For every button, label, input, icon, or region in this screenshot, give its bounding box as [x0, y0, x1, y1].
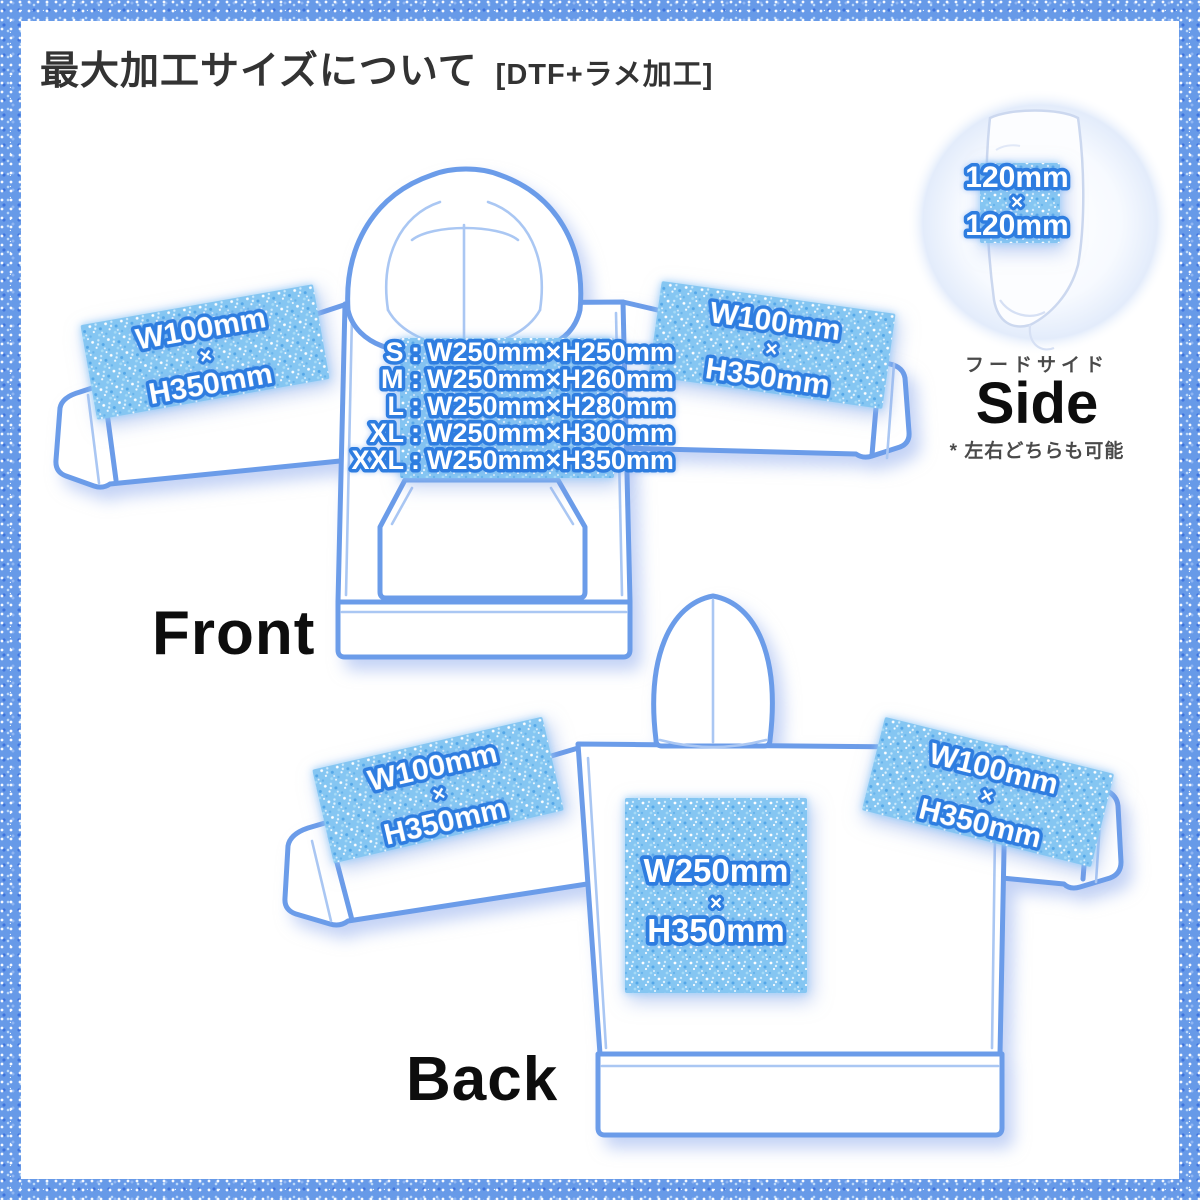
- front-left-sleeve-print-area: [80, 284, 330, 420]
- size-value-s: W250mm×H250mm: [427, 337, 674, 367]
- glitter-border-top: [0, 0, 1200, 21]
- front-pocket: [377, 477, 588, 601]
- print-size-height: 120mm: [965, 209, 1068, 242]
- side-view-label: Side: [975, 371, 1099, 436]
- print-size-height: H350mm: [647, 912, 785, 949]
- back-left-sleeve-print-area: [312, 717, 564, 863]
- front-view-label: Front: [152, 599, 316, 668]
- front-hoodie-drawing: [53, 166, 912, 660]
- back-print-size: W250mm × H350mm: [640, 848, 792, 953]
- hood-side-print-area: [980, 163, 1060, 243]
- hood-side-jp-label: フードサイド: [964, 355, 1109, 376]
- back-view-label: Back: [406, 1045, 559, 1114]
- print-size-width: 120mm: [965, 161, 1068, 194]
- side-note: * 左右どちらも可能: [949, 441, 1125, 462]
- size-label-l: L :: [388, 391, 421, 421]
- size-label-xxl: XXL :: [351, 445, 420, 475]
- size-label-xl: XL :: [369, 418, 420, 448]
- front-waistband: [335, 599, 633, 660]
- back-print-area: [625, 798, 807, 993]
- front-size-table: S : W250mm×H250mm M : W250mm×H260mm L : …: [348, 334, 677, 479]
- size-label-m: M :: [381, 364, 420, 394]
- size-value-m: W250mm×H260mm: [427, 364, 674, 394]
- front-chest-print-area: [400, 338, 614, 478]
- size-value-xxl: W250mm×H350mm: [427, 445, 674, 475]
- size-label-s: S :: [385, 337, 420, 367]
- back-waistband: [595, 1051, 1005, 1138]
- page-title-tag: [DTF+ラメ加工]: [495, 59, 714, 91]
- size-value-xl: W250mm×H300mm: [427, 418, 674, 448]
- glitter-border-right: [1179, 0, 1200, 1200]
- print-size-width: W250mm: [644, 852, 789, 889]
- times-sign: ×: [710, 892, 722, 915]
- page-title: 最大加工サイズについて [DTF+ラメ加工]: [40, 40, 713, 96]
- size-value-l: W250mm×H280mm: [427, 391, 674, 421]
- page-title-main: 最大加工サイズについて: [40, 50, 478, 93]
- times-sign: ×: [1011, 191, 1023, 214]
- glitter-border-left: [0, 0, 21, 1200]
- back-right-sleeve-print-area: [862, 717, 1114, 867]
- glitter-border-bottom: [0, 1179, 1200, 1200]
- front-right-sleeve-print-area: [648, 281, 896, 409]
- hood-side-print-size: 120mm × 120mm: [962, 158, 1072, 246]
